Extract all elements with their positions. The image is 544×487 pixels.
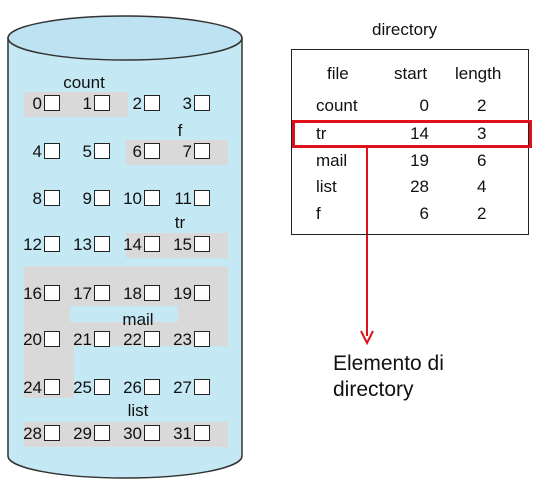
disk-block: 19 [170, 284, 210, 304]
directory-entry-annotation: Elemento di directory [333, 351, 513, 403]
disk-block: 27 [170, 378, 210, 398]
disk-block: 24 [20, 378, 60, 398]
disk-block: 31 [170, 424, 210, 444]
row-start: 19 [410, 151, 429, 170]
disk-block: 25 [70, 378, 110, 398]
row-length: 2 [477, 204, 487, 223]
row-length: 6 [477, 151, 487, 170]
band-count [24, 92, 128, 117]
disk-label-tr: tr [174, 213, 186, 232]
row-length: 3 [477, 124, 487, 143]
band-gap-cover [70, 306, 178, 322]
disk-block: 20 [20, 330, 60, 350]
disk-block: 22 [120, 330, 160, 350]
disk-block: 1 [70, 94, 110, 114]
header-length: length [455, 64, 502, 83]
highlighted-directory-entry [292, 120, 532, 148]
disk-block: 4 [20, 142, 60, 162]
disk-top [7, 15, 243, 61]
disk-block: 17 [70, 284, 110, 304]
disk-block: 21 [70, 330, 110, 350]
disk-block: 13 [70, 235, 110, 255]
row-start: 28 [410, 177, 429, 196]
directory-title: directory [372, 20, 438, 39]
annotation-line-2: directory [333, 378, 414, 401]
disk-block: 6 [120, 142, 160, 162]
disk-block: 18 [120, 284, 160, 304]
disk-label-count: count [63, 73, 105, 92]
disk-block: 9 [70, 189, 110, 209]
disk-block: 5 [70, 142, 110, 162]
row-file: tr [316, 124, 327, 143]
header-file: file [327, 64, 349, 83]
row-file: list [316, 177, 337, 196]
disk-label-f: f [177, 121, 183, 140]
header-start: start [394, 64, 428, 83]
row-start: 6 [419, 204, 429, 223]
row-file: f [316, 204, 321, 223]
disk-block: 28 [20, 424, 60, 444]
disk-block: 26 [120, 378, 160, 398]
row-length: 4 [477, 177, 487, 196]
row-file: count [316, 96, 358, 115]
row-start: 14 [410, 124, 429, 143]
disk-block: 16 [20, 284, 60, 304]
disk-block: 23 [170, 330, 210, 350]
annotation-line-1: Elemento di [333, 352, 444, 375]
disk-block: 15 [170, 235, 210, 255]
directory-table [291, 49, 529, 235]
disk-label-mail: mail [122, 310, 154, 329]
disk-block: 7 [170, 142, 210, 162]
disk-block: 0 [20, 94, 60, 114]
pointer-arrowhead [360, 330, 374, 346]
disk-block: 10 [120, 189, 160, 209]
row-length: 2 [477, 96, 487, 115]
disk-block: 12 [20, 235, 60, 255]
disk-block: 29 [70, 424, 110, 444]
band-tr [126, 233, 228, 258]
disk-label-list: list [127, 401, 149, 420]
row-start: 0 [419, 96, 429, 115]
disk-block: 2 [120, 94, 160, 114]
disk-block: 11 [170, 189, 210, 209]
disk-block: 14 [120, 235, 160, 255]
band-f [126, 140, 228, 165]
row-file: mail [316, 151, 348, 170]
disk-block: 30 [120, 424, 160, 444]
disk-block: 3 [170, 94, 210, 114]
disk-block: 8 [20, 189, 60, 209]
